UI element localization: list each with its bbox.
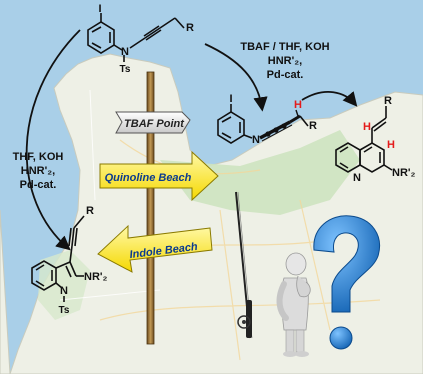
tbaf-point-sign: TBAF Point [115, 111, 191, 134]
start-r-label: R [186, 22, 194, 34]
start-material-structure [87, 13, 185, 62]
mid-r-label: R [309, 120, 317, 132]
top-reagent-line-1: TBAF / THF, KOH [240, 41, 329, 53]
left-reagents: THF, KOH HNR'₂, Pd-cat. [13, 151, 64, 191]
quin-nr2-label: NR'₂ [392, 167, 416, 179]
quinoline-product-structure [335, 106, 393, 173]
quin-n-label: N [353, 172, 361, 184]
arrow-to-quinoline [301, 91, 358, 107]
arrow-to-indole [25, 29, 81, 251]
quinoline-beach-sign: Quinoline Beach [99, 150, 219, 202]
left-reagent-line-2: HNR'₂, [21, 165, 55, 177]
quin-r-label: R [384, 95, 392, 107]
top-reagents: TBAF / THF, KOH HNR'₂, Pd-cat. [240, 41, 329, 81]
ynamine-dots [265, 123, 287, 137]
top-reagent-line-2: HNR'₂, [268, 55, 302, 67]
signpost-pole [146, 71, 155, 345]
quin-h1-label: H [363, 121, 371, 133]
indole-beach-sign: Indole Beach [97, 224, 213, 273]
arrow-to-ynamine [204, 43, 268, 112]
reaction-arrows [25, 29, 358, 251]
indole-product-structure [31, 215, 85, 302]
start-nitrogen-label: N [121, 46, 129, 58]
start-iodine-label: I [98, 3, 101, 15]
fishing-rod-illustration [235, 191, 253, 339]
indole-r-label: R [86, 205, 94, 217]
left-reagent-line-3: Pd-cat. [20, 179, 57, 191]
quinoline-beach-label: Quinoline Beach [105, 172, 192, 184]
thinking-person-figure [276, 252, 311, 357]
question-mark-illustration [313, 215, 380, 350]
signpost: TBAF Point Quinoline Beach Indole Beach [97, 71, 219, 345]
tbaf-point-label: TBAF Point [124, 118, 185, 130]
quin-h2-label: H [387, 139, 395, 151]
indole-n-label: N [60, 285, 68, 297]
top-reagent-line-3: Pd-cat. [267, 69, 304, 81]
left-reagent-line-1: THF, KOH [13, 151, 64, 163]
start-ts-label: Ts [120, 64, 131, 75]
mid-nitrogen-label: N [252, 134, 260, 146]
mid-h-bond [295, 109, 299, 117]
indole-ts-label: Ts [59, 305, 70, 316]
mid-iodine-label: I [229, 93, 232, 105]
indole-nr2-label: NR'₂ [84, 271, 108, 283]
mid-h-label: H [294, 99, 302, 111]
